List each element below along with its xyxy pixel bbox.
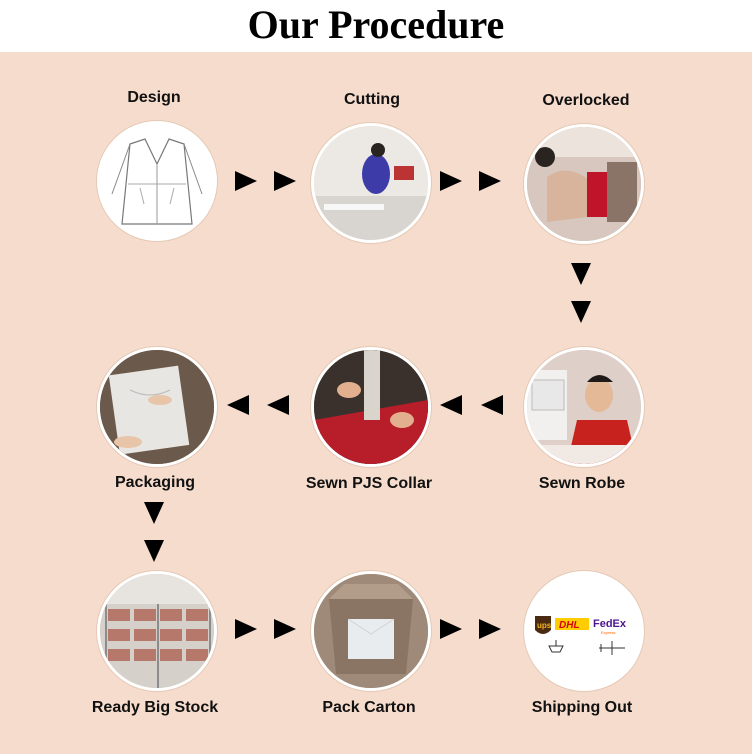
step-label-ready-big-stock: Ready Big Stock <box>91 699 219 716</box>
arrow-left-icon <box>267 395 289 415</box>
arrow-down-icon <box>571 301 591 323</box>
fedex-express-text: Express <box>601 630 615 635</box>
ready-big-stock-photo <box>97 571 217 691</box>
cutting-photo <box>311 123 431 243</box>
step-label-cutting: Cutting <box>344 91 400 108</box>
design-sketch-image <box>97 121 217 241</box>
shipping-logos-image: ups DHL FedEx Express <box>524 571 644 691</box>
arrow-down-icon <box>144 502 164 524</box>
step-label-design: Design <box>127 89 181 106</box>
pack-carton-photo <box>311 571 431 691</box>
step-label-packaging: Packaging <box>114 474 196 491</box>
header-bar <box>0 0 752 52</box>
page-title: Our Procedure <box>247 2 505 47</box>
arrow-left-icon <box>481 395 503 415</box>
arrow-right-icon <box>479 171 501 191</box>
fedex-logo-text: FedEx <box>593 618 627 630</box>
arrow-left-icon <box>440 395 462 415</box>
sewn-robe-photo <box>524 347 644 467</box>
arrow-down-icon <box>144 540 164 562</box>
arrow-right-icon <box>235 171 257 191</box>
step-label-overlocked: Overlocked <box>542 92 630 109</box>
step-label-sewn-pjs-collar: Sewn PJS Collar <box>305 475 433 492</box>
ups-logo-text: ups <box>537 621 552 630</box>
packaging-photo <box>97 347 217 467</box>
arrow-right-icon <box>440 619 462 639</box>
arrow-right-icon <box>479 619 501 639</box>
overlocked-photo <box>524 124 644 244</box>
ship-icon <box>548 640 564 653</box>
arrow-right-icon <box>274 619 296 639</box>
arrow-down-icon <box>571 263 591 285</box>
step-label-sewn-robe: Sewn Robe <box>538 475 626 492</box>
dhl-logo-text: DHL <box>559 620 580 631</box>
step-label-pack-carton: Pack Carton <box>322 699 416 716</box>
arrow-right-icon <box>235 619 257 639</box>
airplane-icon <box>599 641 625 655</box>
arrow-right-icon <box>274 171 296 191</box>
arrow-right-icon <box>440 171 462 191</box>
step-label-shipping-out: Shipping Out <box>531 699 633 716</box>
arrow-left-icon <box>227 395 249 415</box>
sewn-pjs-collar-photo <box>311 347 431 467</box>
